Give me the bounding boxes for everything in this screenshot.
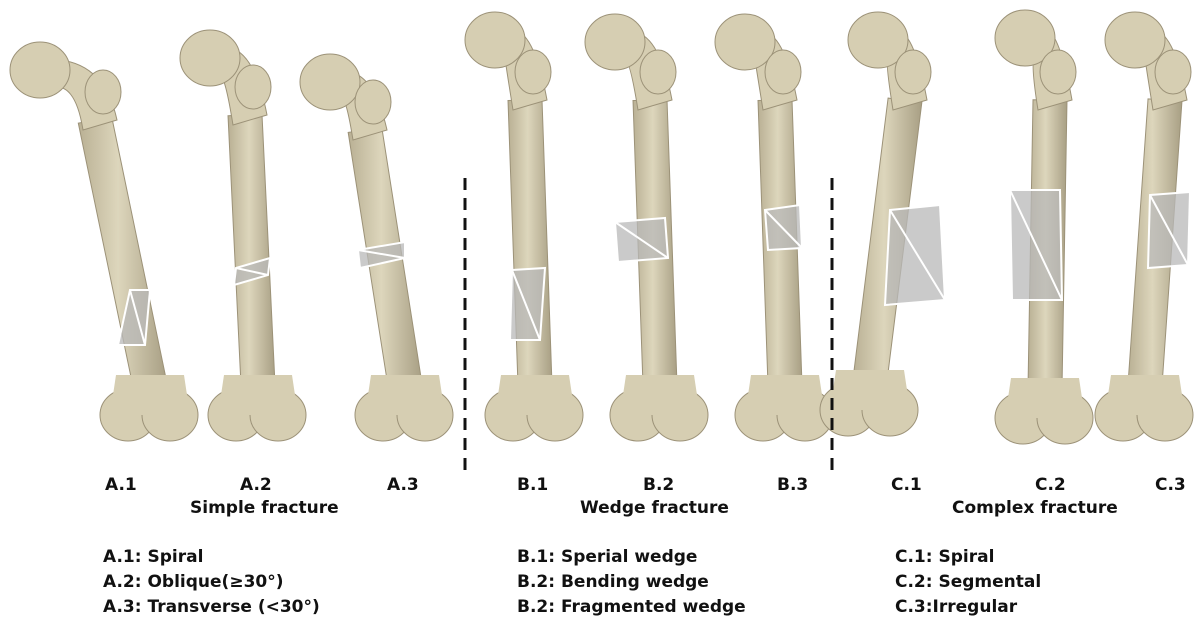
distal-femur [495,375,575,415]
femur-a1 [10,42,198,441]
greater-trochanter [1040,50,1076,94]
bone-label-a3: A.3 [387,475,419,495]
greater-trochanter [895,50,931,94]
femur-b3 [715,14,833,441]
distal-femur [1005,378,1085,418]
femoral-head [465,12,525,68]
distal-femur [830,370,910,410]
group-title-simple: Simple fracture [190,498,339,518]
distal-femur [218,375,298,415]
femur-a2 [180,30,306,441]
femur-b2 [585,14,708,441]
group-title-complex: Complex fracture [952,498,1118,518]
greater-trochanter [235,65,271,109]
distal-femur [365,375,445,415]
legend-item: B.2: Bending wedge [517,570,746,595]
greater-trochanter [355,80,391,124]
legend-simple: A.1: Spiral A.2: Oblique(≥30°) A.3: Tran… [103,545,320,620]
fracture-complex-spiral [885,205,945,305]
legend-item: B.2: Fragmented wedge [517,595,746,620]
bone-label-a1: A.1 [105,475,137,495]
femoral-head [1105,12,1165,68]
bone-label-a2: A.2 [240,475,272,495]
legend-item: A.1: Spiral [103,545,320,570]
legend-item: C.3:Irregular [895,595,1041,620]
greater-trochanter [640,50,676,94]
femoral-head [715,14,775,70]
bone-label-b1: B.1 [517,475,548,495]
distal-femur [745,375,825,415]
femur-shaft [228,114,275,385]
femur-a3 [300,54,453,441]
femoral-head [585,14,645,70]
femur-illustration [0,0,1201,470]
legend-item: C.2: Segmental [895,570,1041,595]
femoral-head [180,30,240,86]
femoral-head [10,42,70,98]
distal-femur [1105,375,1185,415]
femur-c3 [1095,12,1193,441]
bone-label-b2: B.2 [643,475,674,495]
legend-item: B.1: Sperial wedge [517,545,746,570]
bone-label-c1: C.1 [891,475,922,495]
femur-shaft [508,99,552,385]
bone-label-c3: C.3 [1155,475,1186,495]
femoral-head [300,54,360,110]
femur-c1 [820,12,945,436]
greater-trochanter [1155,50,1191,94]
greater-trochanter [85,70,121,114]
legend-complex: C.1: Spiral C.2: Segmental C.3:Irregular [895,545,1041,620]
femur-b1 [465,12,583,441]
group-title-wedge: Wedge fracture [580,498,729,518]
distal-femur [110,375,190,415]
legend-item: A.2: Oblique(≥30°) [103,570,320,595]
distal-femur [620,375,700,415]
femur-c2 [995,10,1093,444]
legend-item: C.1: Spiral [895,545,1041,570]
legend-item: A.3: Transverse (<30°) [103,595,320,620]
greater-trochanter [765,50,801,94]
femur-shaft [78,117,166,388]
greater-trochanter [515,50,551,94]
bone-label-b3: B.3 [777,475,808,495]
bone-label-c2: C.2 [1035,475,1066,495]
legend-wedge: B.1: Sperial wedge B.2: Bending wedge B.… [517,545,746,620]
